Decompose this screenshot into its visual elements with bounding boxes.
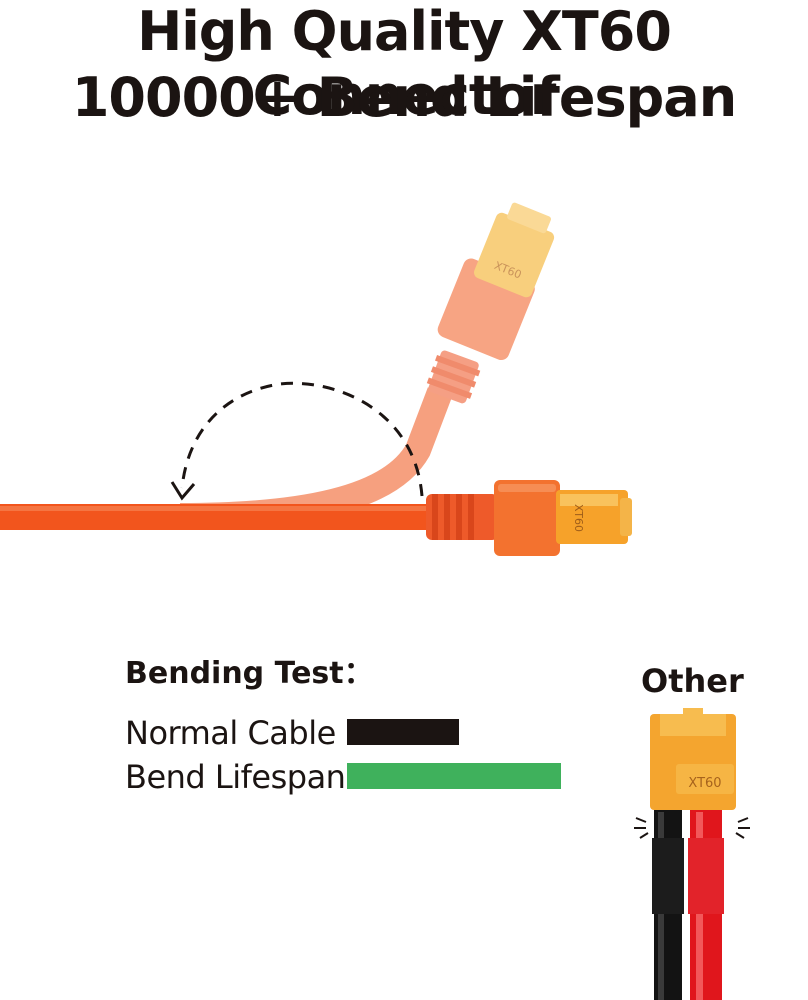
bend-lifespan-bar (347, 763, 561, 789)
straight-housing (494, 480, 560, 556)
headline-line-1: High Quality XT60 Connector (137, 0, 672, 127)
other-xt60-mark: XT60 (688, 776, 721, 791)
normal-cable-bar (347, 719, 459, 745)
straight-cable: XT60 (0, 480, 632, 556)
other-connector-illustration: XT60 (634, 708, 750, 1000)
arrow-head-icon (170, 481, 196, 501)
straight-xt60-mark: XT60 (572, 504, 585, 532)
bend-arc (170, 381, 424, 501)
bent-cable: XT60 (179, 202, 555, 529)
bend-lifespan-label: Bend Lifespan (125, 758, 346, 796)
bent-boot (426, 350, 481, 404)
headline-line-2: 10000+ Bend Lifespan (71, 66, 737, 129)
other-title: Other (641, 662, 744, 700)
bent-connector: XT60 (474, 202, 555, 298)
bending-test-title: Bending Test： (125, 656, 374, 691)
normal-cable-label: Normal Cable (125, 714, 336, 752)
